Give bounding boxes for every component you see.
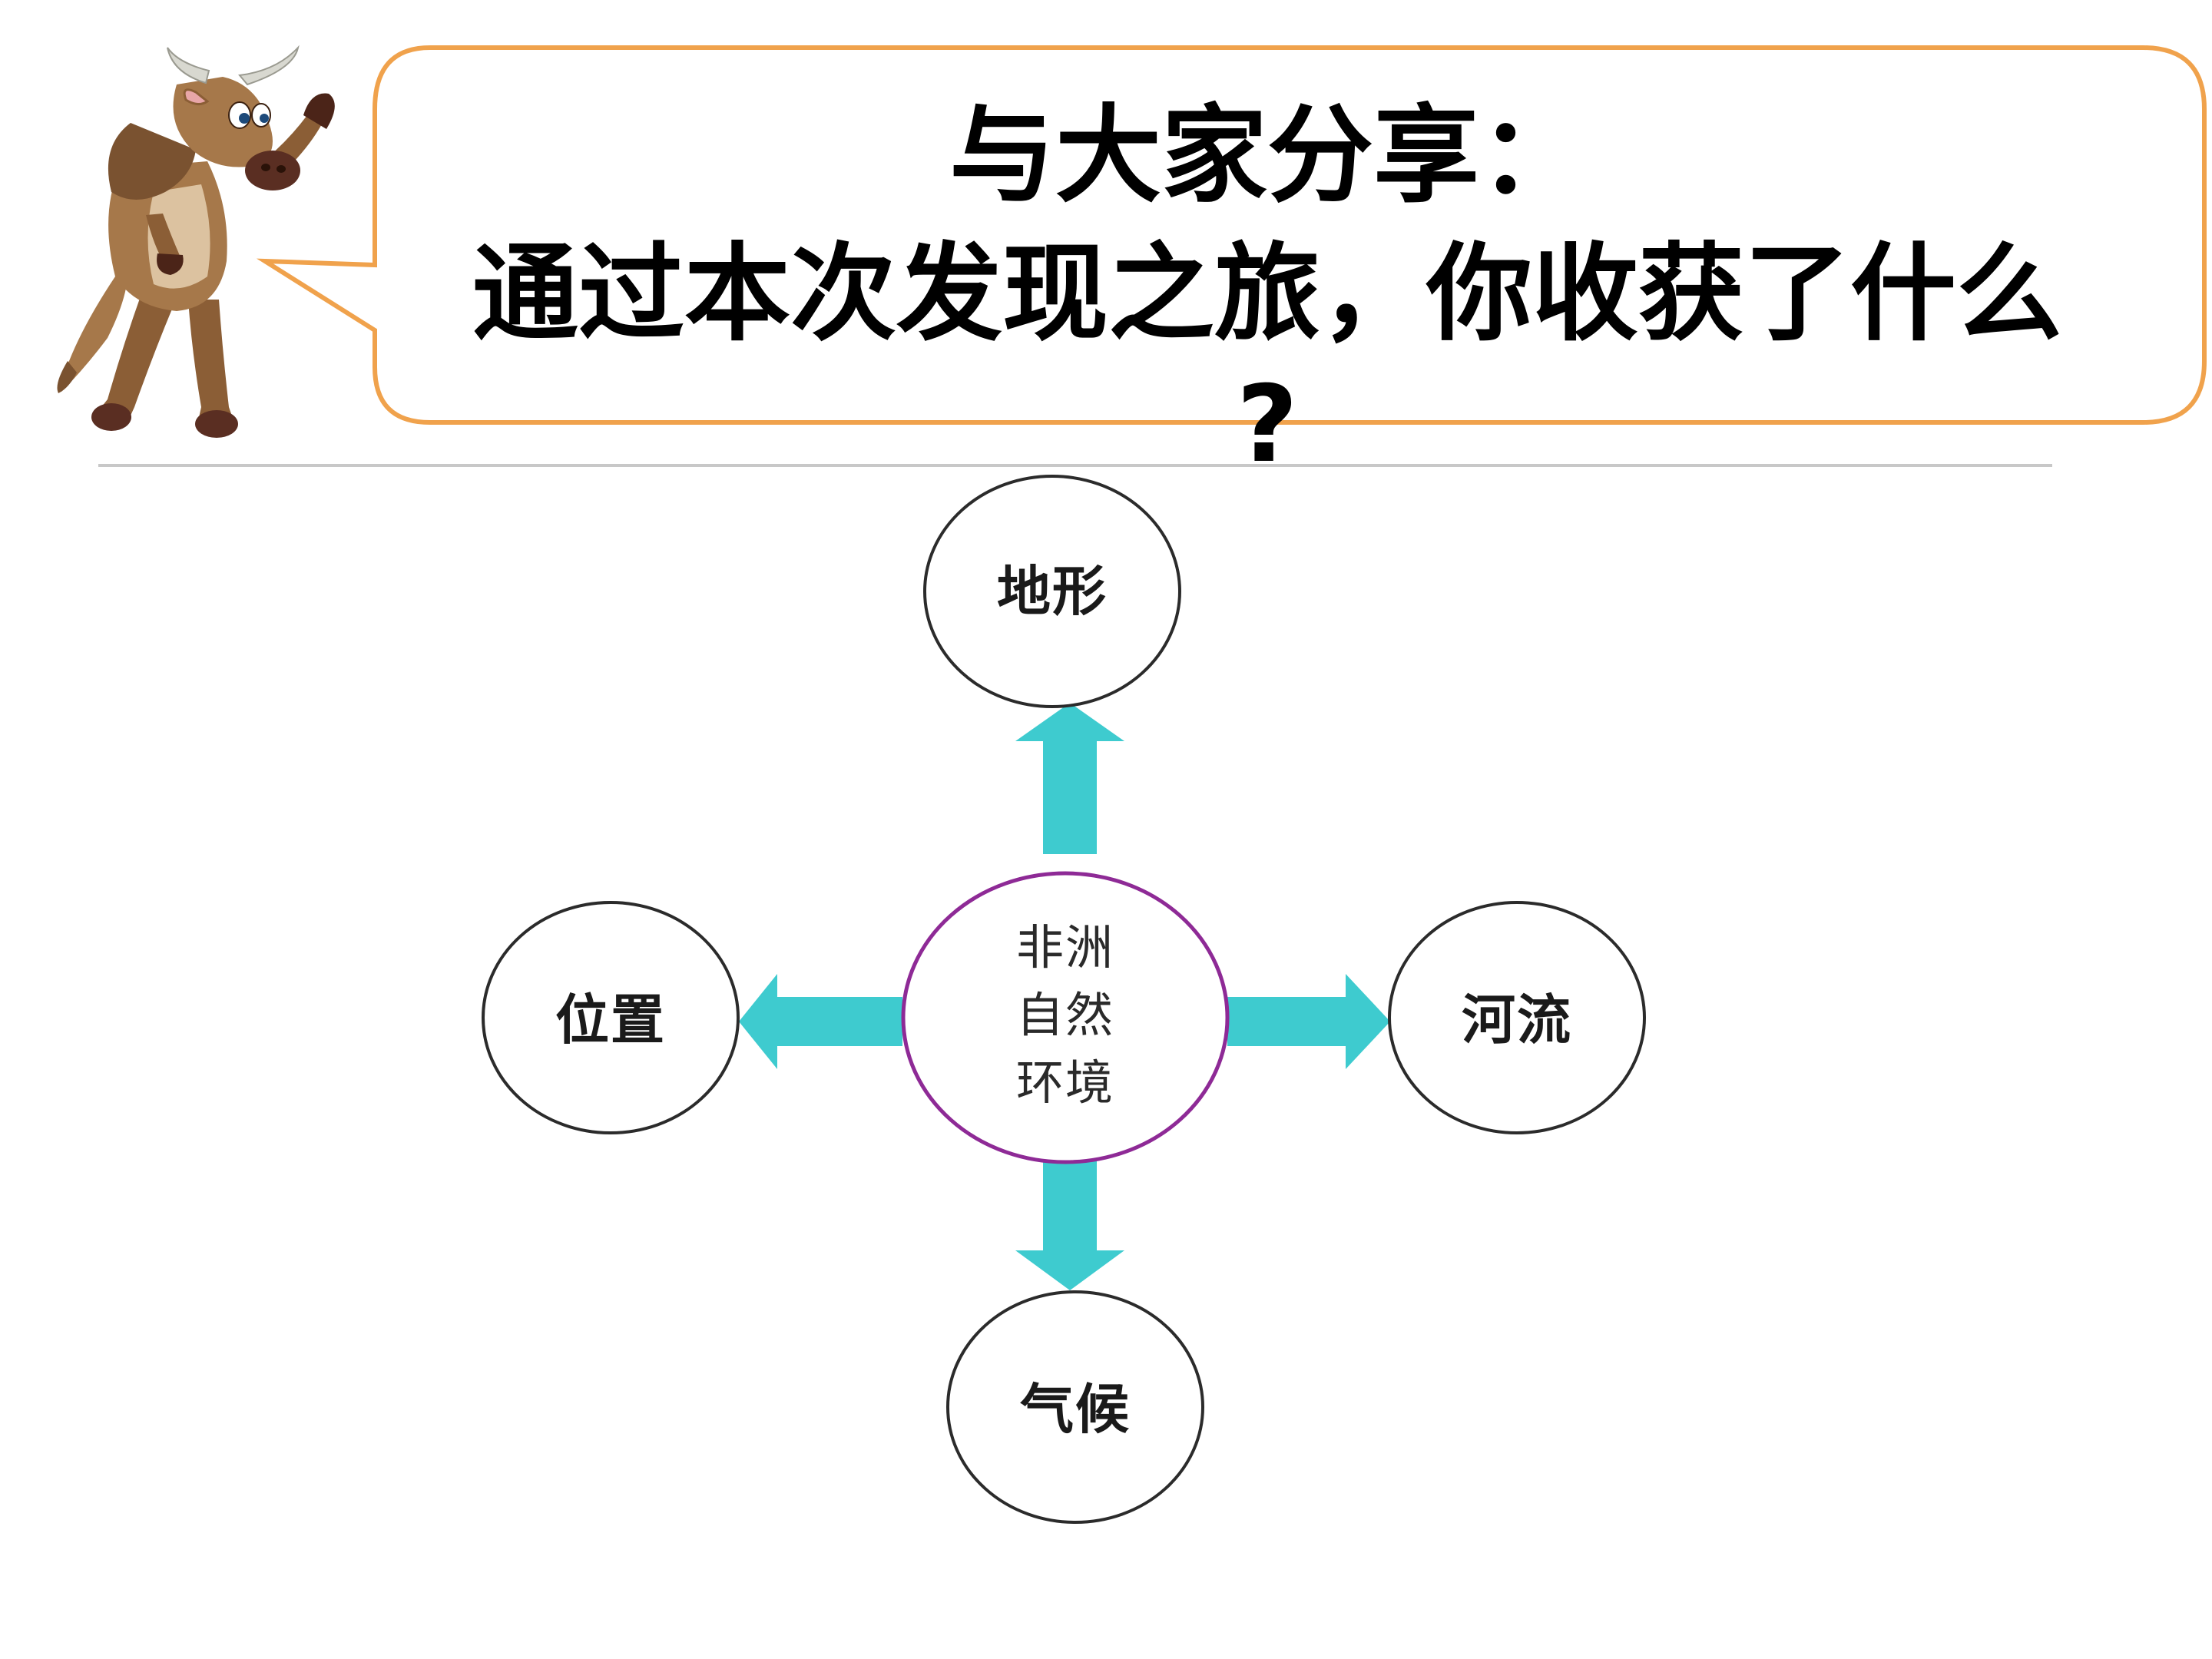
node-label-top: 地形 — [997, 560, 1108, 623]
node-circle-right — [1388, 901, 1646, 1134]
arrow-right-head — [1346, 974, 1390, 1069]
center-label-line1: 非洲 — [1015, 919, 1114, 975]
bubble-title: 与大家分享： 通过本次发现之旅，你收获了什么 ? — [384, 91, 2151, 482]
arrow-down-head — [1015, 1250, 1124, 1290]
bubble-title-line2: 通过本次发现之旅，你收获了什么 — [472, 232, 2062, 356]
node-label-right: 河流 — [1462, 988, 1572, 1051]
bubble-title-line1: 与大家分享： — [949, 94, 1585, 217]
node-label-bottom: 气候 — [1020, 1378, 1131, 1441]
node-circle-top — [923, 475, 1181, 708]
node-label-left: 位置 — [555, 988, 666, 1051]
center-circle — [901, 871, 1230, 1164]
cartoon-bull-icon — [57, 45, 335, 438]
node-circle-left — [482, 901, 740, 1134]
speech-bubble — [256, 45, 2207, 425]
arrow-up — [1043, 737, 1097, 854]
arrow-down — [1043, 1148, 1097, 1252]
node-circle-bottom — [946, 1290, 1204, 1524]
arrow-right — [1227, 997, 1350, 1046]
center-label: 非洲 自然 环境 — [950, 914, 1181, 1117]
arrow-left-head — [739, 974, 777, 1069]
arrow-left — [772, 997, 902, 1046]
bubble-title-line3: ? — [1236, 363, 1299, 486]
arrow-up-head — [1015, 703, 1124, 741]
center-label-line2: 自然 — [1015, 987, 1114, 1043]
center-label-line3: 环境 — [1015, 1055, 1114, 1111]
arrows — [739, 703, 1390, 1290]
